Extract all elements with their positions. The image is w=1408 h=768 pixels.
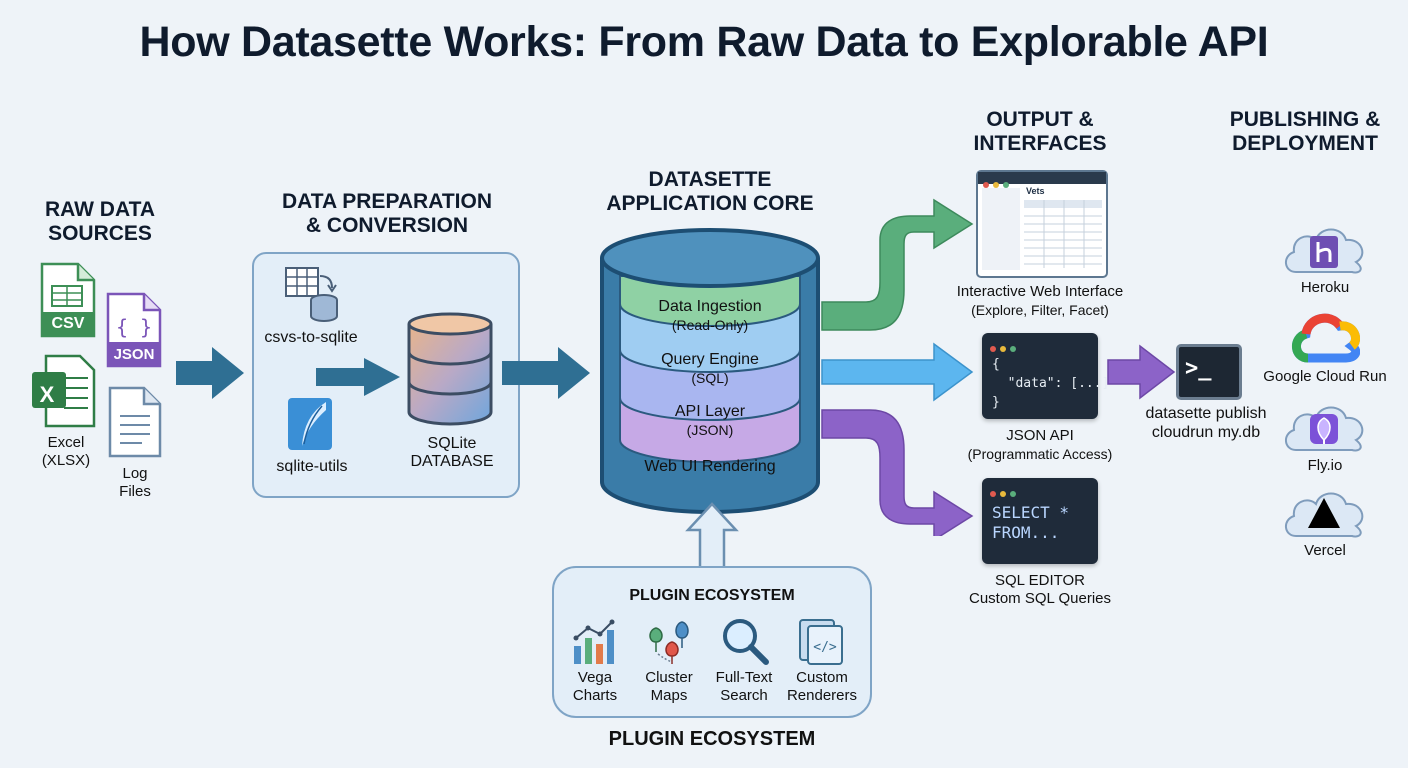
web-window-heading: Vets (1026, 186, 1045, 196)
web-window-titlebar (978, 172, 1106, 184)
log-label: Log Files (119, 465, 151, 500)
sql-code-sample: SELECT * FROM... (992, 503, 1070, 542)
heroku-cloud-icon (1285, 228, 1364, 274)
svg-text:{ }: { } (116, 315, 152, 339)
code-files-icon: </> (799, 619, 843, 665)
google-cloud-icon (1292, 313, 1360, 363)
sqlite-database-icon (407, 312, 493, 426)
platform-google-cloud-run: Google Cloud Run (1263, 368, 1387, 385)
csv-badge: CSV (51, 315, 85, 332)
page-title: How Datasette Works: From Raw Data to Ex… (139, 18, 1269, 66)
heading-core: DATASETTE APPLICATION CORE (606, 168, 814, 215)
web-interface-label: Interactive Web Interface (956, 283, 1124, 300)
web-interface-sub: (Explore, Filter, Facet) (971, 302, 1109, 318)
platform-vercel: Vercel (1304, 542, 1346, 559)
plugin-ecosystem-caption: PLUGIN ECOSYSTEM (608, 728, 816, 750)
sqlite-utils-label: sqlite-utils (276, 458, 348, 475)
web-window-dots (983, 175, 1013, 193)
dot-yellow (1000, 346, 1006, 352)
layer-sub: (SQL) (691, 370, 729, 386)
arrow-prep-to-core (502, 347, 590, 399)
sql-editor-sub: Custom SQL Queries (969, 590, 1111, 607)
web-window-table (1024, 200, 1102, 268)
json-file-icon: { } (106, 292, 162, 368)
chart-icon (573, 619, 615, 664)
layer-name: Web UI Rendering (644, 458, 776, 475)
heading-data-prep: DATA PREPARATION & CONVERSION (282, 190, 492, 237)
sqlite-database-label: SQLite DATABASE (410, 435, 494, 470)
output-arrows (821, 198, 974, 536)
json-api-sub: (Programmatic Access) (967, 446, 1113, 462)
excel-file-icon (32, 354, 96, 428)
plugin-panel-title: PLUGIN ECOSYSTEM (629, 587, 795, 604)
arrow-plugins-to-core (685, 502, 739, 574)
dot-yellow (1000, 491, 1006, 497)
flyio-cloud-icon (1285, 406, 1364, 452)
magnifier-icon (723, 619, 769, 665)
heading-output: OUTPUT & INTERFACES (973, 108, 1107, 155)
terminal-prompt: >_ (1185, 356, 1212, 381)
dot-red (990, 491, 996, 497)
layer-web-ui: Web UI Rendering (620, 457, 800, 476)
plugin-fulltext-label: Full-Text Search (715, 669, 773, 704)
platform-flyio: Fly.io (1307, 457, 1343, 474)
excel-letter: X (39, 382, 55, 407)
web-interface-window: Vets (976, 170, 1108, 278)
layer-sub: (JSON) (686, 422, 734, 438)
sql-editor-label: SQL EDITOR (994, 572, 1086, 589)
arrow-to-publish (1107, 344, 1176, 400)
json-window-dots (990, 339, 1020, 352)
layer-sub: (Read-Only) (671, 317, 749, 333)
sqlite-utils-icon (288, 398, 332, 450)
core-cylinder (600, 228, 820, 514)
plugin-panel (552, 566, 872, 718)
dot-yellow (993, 182, 999, 188)
heading-publishing: PUBLISHING & DEPLOYMENT (1229, 108, 1381, 155)
arrow-raw-to-prep (176, 347, 244, 399)
sql-editor-window: SELECT * FROM... (982, 478, 1098, 564)
platform-heroku: Heroku (1300, 279, 1350, 296)
csv-file-icon (40, 262, 96, 338)
dot-green (1010, 346, 1016, 352)
layer-name: Query Engine (661, 351, 759, 368)
publish-command: datasette publish cloudrun my.db (1145, 405, 1267, 441)
log-file-icon (108, 386, 162, 458)
layer-name: Data Ingestion (658, 298, 762, 315)
layer-query-engine: Query Engine (SQL) (620, 350, 800, 388)
dot-green (1010, 491, 1016, 497)
plugin-cluster-maps-label: Cluster Maps (645, 669, 693, 704)
json-badge: JSON (113, 346, 155, 363)
vercel-cloud-icon (1285, 492, 1364, 538)
csv-to-db-icon (285, 267, 338, 322)
layer-name: API Layer (674, 403, 746, 420)
plugin-vega-label: Vega Charts (572, 669, 618, 704)
dot-red (983, 182, 989, 188)
dot-red (990, 346, 996, 352)
sql-window-dots (990, 484, 1020, 497)
terminal-icon: >_ (1176, 344, 1242, 400)
svg-text:</>: </> (813, 640, 837, 655)
json-api-label: JSON API (1006, 427, 1074, 444)
web-window-sidebar (982, 188, 1020, 270)
layer-data-ingestion: Data Ingestion (Read-Only) (620, 297, 800, 335)
json-code-sample: { "data": [...] } (992, 357, 1110, 410)
heading-raw-data: RAW DATA SOURCES (44, 198, 156, 245)
dot-green (1003, 182, 1009, 188)
plugin-custom-renderers-label: Custom Renderers (786, 669, 858, 704)
layer-api: API Layer (JSON) (620, 402, 800, 440)
csvs-to-sqlite-label: csvs-to-sqlite (264, 329, 358, 346)
json-api-window: { "data": [...] } (982, 333, 1109, 419)
map-pins-icon (649, 621, 689, 664)
excel-label: Excel (XLSX) (41, 434, 91, 469)
arrow-tools-to-db (316, 358, 400, 396)
